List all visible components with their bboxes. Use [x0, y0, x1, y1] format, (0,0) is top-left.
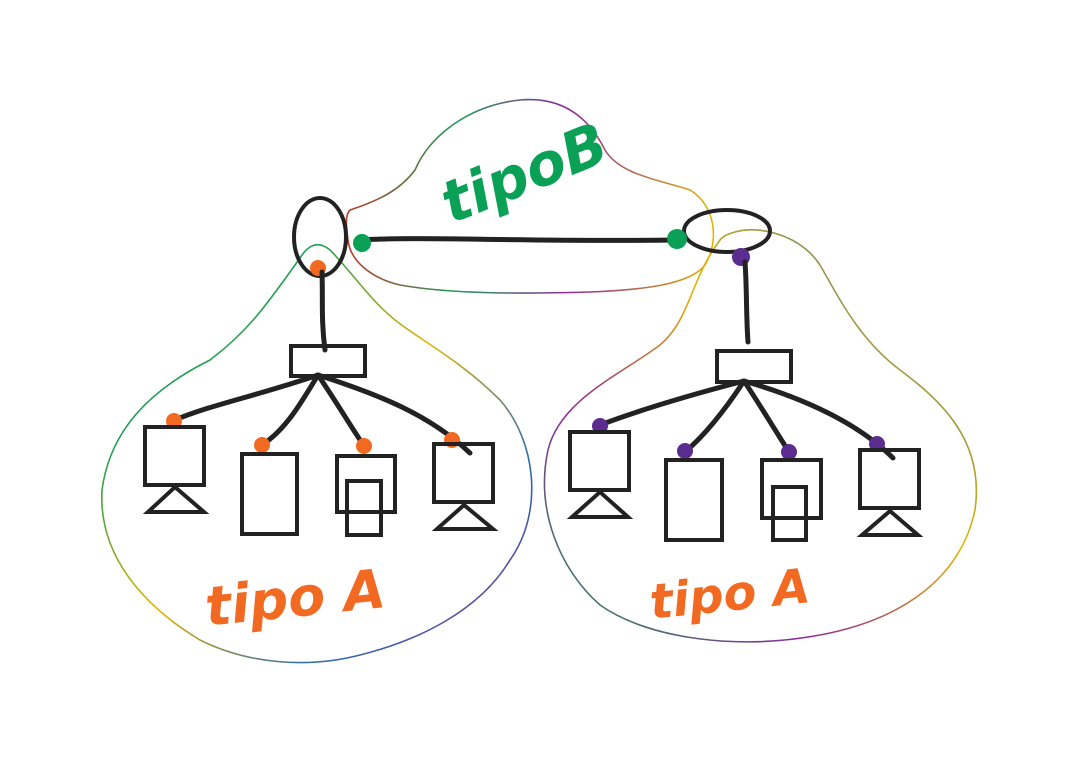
right-node-4-box	[858, 448, 921, 510]
orange-dot-3	[356, 438, 372, 454]
green-dot-right	[667, 229, 687, 249]
right-node-1-triangle	[566, 489, 634, 519]
right-top-ellipse	[682, 208, 772, 254]
left-branch-3	[315, 372, 367, 449]
left-root-link	[319, 269, 328, 353]
region-left-outline	[101, 243, 533, 664]
left-branch-2	[259, 372, 321, 448]
label-tipo-a-right: tipo A	[647, 558, 813, 630]
left-hub-box	[289, 344, 367, 378]
top-link-line	[359, 236, 679, 243]
right-node-3-inner-box	[771, 485, 808, 542]
right-root-link	[742, 259, 751, 345]
right-hub-box	[715, 349, 793, 384]
left-node-2-box	[240, 452, 299, 536]
left-branch-1	[172, 372, 321, 423]
region-right-outline	[543, 229, 978, 643]
label-tipo-b: tipoB	[431, 109, 617, 237]
purple-dot-2	[677, 443, 693, 459]
right-node-2-box	[664, 458, 724, 542]
left-node-4-triangle	[431, 502, 499, 531]
right-branch-2	[682, 378, 747, 455]
orange-dot-2	[254, 437, 270, 453]
right-node-3-box	[760, 458, 823, 520]
green-dot-left	[353, 234, 371, 252]
right-node-1-box	[568, 430, 631, 492]
left-node-3-inner-box	[345, 479, 383, 537]
left-node-1-box	[143, 425, 206, 487]
left-node-3-box	[335, 454, 397, 514]
purple-dot-3	[781, 444, 797, 460]
left-tree	[142, 260, 499, 537]
region-top-outline	[345, 98, 715, 294]
label-tipo-a-left: tipo A	[202, 557, 388, 639]
left-node-4-box	[432, 442, 495, 504]
right-node-4-triangle	[856, 508, 924, 537]
right-branch-1	[597, 378, 747, 428]
left-node-1-triangle	[142, 484, 210, 514]
right-tree	[566, 248, 924, 542]
